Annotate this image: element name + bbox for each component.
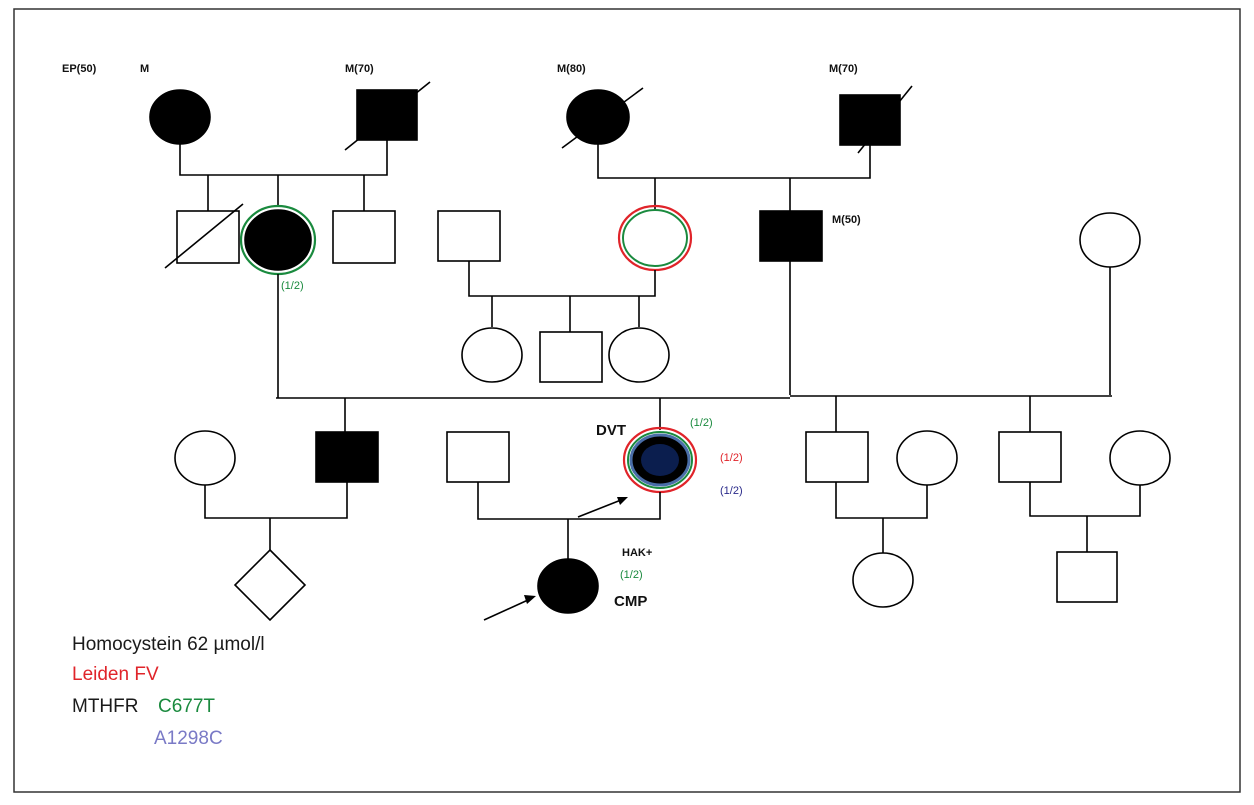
gen2-children [461, 327, 670, 383]
gen1-affected-male-right [839, 94, 901, 146]
gen3-spouse-female-right [896, 430, 958, 486]
gen2-unaffected-male [332, 210, 396, 264]
label-cmp: CMP [614, 593, 647, 610]
label-dvt: DVT [596, 422, 626, 439]
deceased-mark [344, 81, 431, 151]
gen1-affected-female-right [566, 89, 630, 145]
gen4-unknown-sex [233, 548, 307, 622]
arrowhead [524, 595, 536, 604]
gen4-proband-affected-female [537, 558, 599, 614]
deceased-mark [857, 85, 913, 154]
proband-arrow [483, 599, 529, 621]
deceased-mark [164, 203, 244, 269]
gen3-spouse-male [446, 431, 510, 483]
gen2-unaffected-female-right [1079, 212, 1141, 268]
label-m70-right: M(70) [829, 63, 858, 75]
generation-2: (1/2) M(50) [164, 203, 1141, 292]
gen2-connectors [468, 261, 656, 332]
gen2-unaffected-male-spouse [437, 210, 501, 262]
child-female [608, 327, 670, 383]
het-label-a1298c-gen3: (1/2) [720, 485, 743, 497]
gen1-connectors [179, 140, 871, 211]
gen2-unaffected-female-carrier [622, 209, 688, 267]
het-label-c677t-gen4: (1/2) [620, 569, 643, 581]
deceased-mark [561, 87, 644, 149]
legend-a1298c: A1298C [154, 728, 223, 749]
legend-c677t: C677T [158, 696, 215, 717]
legend: Homocystein 62 µmol/l Leiden FV MTHFR C6… [72, 634, 265, 749]
figure-frame [13, 8, 1241, 793]
arrowhead [617, 497, 628, 505]
main-mating-line [276, 261, 1112, 432]
gen3-unaffected-male-far [998, 431, 1062, 483]
gen1-affected-female-left [149, 89, 211, 145]
gen3-spouse-female [174, 430, 236, 486]
het-label-c677t-gen3: (1/2) [690, 417, 713, 429]
legend-leiden-fv: Leiden FV [72, 664, 159, 685]
het-label-c677t-gen2: (1/2) [281, 280, 304, 292]
gen3-affected-male [315, 431, 379, 483]
legend-mthfr: MTHFR [72, 696, 138, 717]
label-m80: M(80) [557, 63, 586, 75]
child-male [539, 331, 603, 383]
arrow-to-dvt [577, 499, 622, 518]
het-label-leiden-gen3: (1/2) [720, 452, 743, 464]
child-female [461, 327, 523, 383]
a1298c-core [641, 444, 679, 476]
label-m50: M(50) [832, 214, 861, 226]
gen2-affected-female-carrier [244, 209, 312, 271]
label-m70-left: M(70) [345, 63, 374, 75]
gen3-spouse-female-far [1109, 430, 1171, 486]
generation-3: DVT (1/2) (1/2) (1/2) [174, 417, 1171, 560]
gen2-male-deceased [176, 210, 240, 264]
gen4-female [852, 552, 914, 608]
c677t-ring [627, 431, 693, 489]
gen4-male [1056, 551, 1118, 603]
gen3-unaffected-male [805, 431, 869, 483]
generation-4: HAK+ (1/2) CMP [233, 547, 1118, 622]
label-ep50: EP(50) [62, 63, 97, 75]
gen2-affected-male [759, 210, 823, 262]
label-m: M [140, 63, 149, 75]
label-hak: HAK+ [622, 547, 652, 559]
legend-homocystein: Homocystein 62 µmol/l [72, 634, 265, 655]
generation-1: EP(50) M M(70) M(80) M(70) [62, 63, 913, 154]
